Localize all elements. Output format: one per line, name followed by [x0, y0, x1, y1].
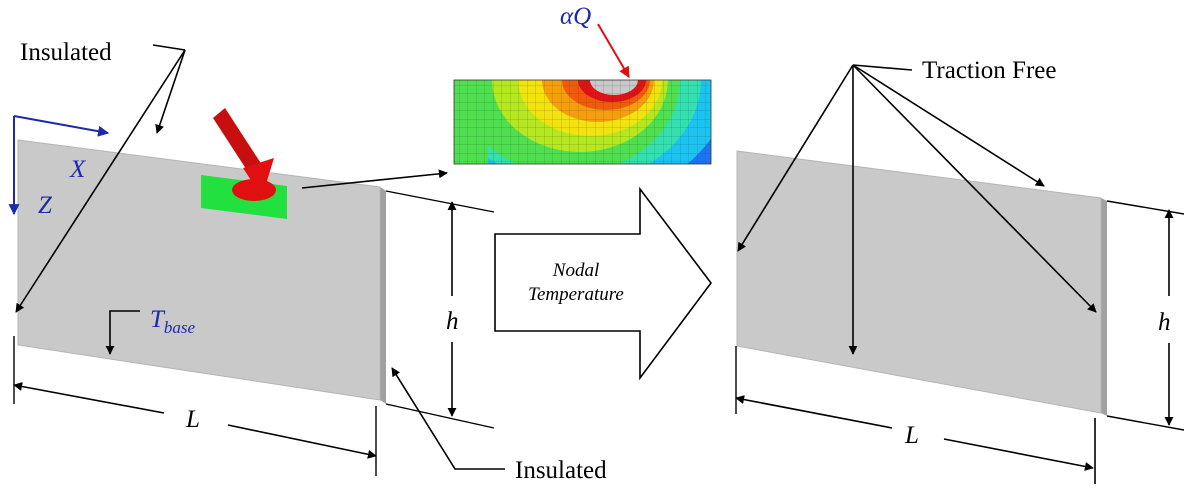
- left-height-label: h: [446, 308, 459, 335]
- left-length-dimension: L: [13, 336, 377, 476]
- right-plate: [736, 150, 1107, 416]
- insulated-top-label: Insulated: [20, 39, 112, 66]
- heat-source-arrow-icon: [213, 108, 274, 197]
- left-height-dimension: h: [385, 190, 495, 429]
- process-label-line1: Nodal: [552, 260, 599, 281]
- right-plate-face: [736, 150, 1102, 414]
- insulated-bottom-callout: Insulated: [391, 367, 607, 484]
- alpha-q-callout: αQ: [560, 3, 630, 78]
- nodal-temperature-arrow-icon: Nodal Temperature: [494, 186, 713, 381]
- right-length-dimension: L: [735, 346, 1096, 484]
- x-axis-arrow: [13, 115, 110, 137]
- traction-free-callout: Traction Free: [737, 57, 1097, 355]
- right-plate-side-edge: [1101, 198, 1107, 416]
- zoom-leader: [301, 169, 448, 189]
- left-plate-side-edge: [380, 187, 386, 404]
- t-base-callout: Tbase: [105, 306, 196, 355]
- left-plate: [17, 108, 386, 404]
- left-length-label: L: [185, 406, 200, 433]
- insulated-top-callout: Insulated: [15, 39, 186, 313]
- right-height-label: h: [1158, 309, 1171, 336]
- z-axis-label: Z: [38, 192, 53, 219]
- coordinate-axes: X Z: [8, 115, 110, 219]
- alpha-q-label: αQ: [560, 3, 591, 30]
- right-length-label: L: [904, 422, 919, 449]
- right-height-dimension: h: [1106, 200, 1184, 431]
- insulated-bottom-label: Insulated: [515, 457, 607, 484]
- t-base-label: Tbase: [150, 306, 196, 337]
- temperature-field-plot: [453, 79, 712, 165]
- x-axis-label: X: [69, 156, 87, 183]
- process-label-line2: Temperature: [528, 284, 624, 305]
- traction-free-label: Traction Free: [922, 57, 1056, 84]
